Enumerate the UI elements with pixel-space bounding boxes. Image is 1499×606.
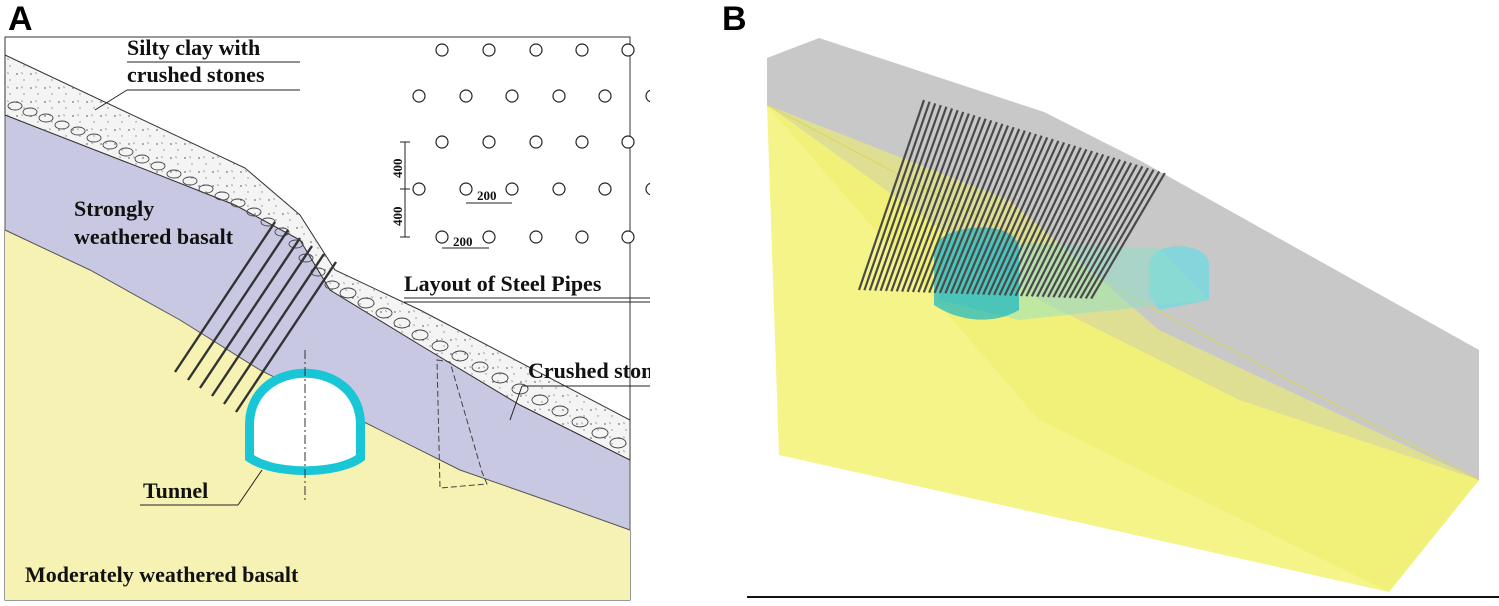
model-pipe <box>1090 172 1166 300</box>
label-silty-clay-line1: Silty clay with <box>127 35 260 60</box>
model-pipe <box>879 106 948 292</box>
model-pipe <box>928 121 998 294</box>
model-pipe <box>1003 145 1077 296</box>
model-pipe <box>965 133 1038 295</box>
label-layout-title: Layout of Steel Pipes <box>404 271 602 296</box>
model-pipe <box>987 140 1060 296</box>
model-pipe <box>884 108 954 292</box>
model-pipe <box>982 138 1054 296</box>
pipe-layout-grid <box>412 43 650 244</box>
panel-a-letter: A <box>8 0 33 38</box>
model-pipe <box>1036 155 1110 298</box>
model-pipe <box>1009 147 1082 297</box>
model-pipe <box>944 126 1015 294</box>
model-pipe <box>1084 170 1161 299</box>
model-pipe <box>1079 169 1155 299</box>
dim-200-upper: 200 <box>477 188 497 203</box>
model-pipe <box>976 136 1049 295</box>
model-pipe <box>1047 158 1121 298</box>
dimension-lines <box>400 141 512 249</box>
model-pipe <box>1020 150 1093 297</box>
model-pipe <box>1057 162 1133 298</box>
model-pipe <box>922 119 993 293</box>
silty-clay-texture <box>5 55 630 460</box>
model-pipe <box>955 130 1026 295</box>
model-pipe <box>911 116 982 293</box>
model-pipe <box>857 99 926 291</box>
model-pipe <box>938 125 1010 294</box>
panel-b-letter: B <box>722 0 747 38</box>
model-pipe <box>1074 167 1149 299</box>
model-pipe <box>993 142 1065 296</box>
model-pipe <box>890 109 959 292</box>
label-crushed-stones: Crushed stones <box>528 358 650 383</box>
model-pipe <box>1014 148 1088 297</box>
dim-400-lower: 400 <box>390 207 405 227</box>
model-pipe <box>917 118 987 293</box>
label-moderately: Moderately weathered basalt <box>25 562 299 587</box>
panel-b-model <box>747 38 1499 598</box>
steel-pipes-section <box>174 221 337 413</box>
model-pipe <box>901 113 970 292</box>
crushed-stone-band <box>7 101 627 449</box>
model-pipe <box>1068 165 1144 299</box>
model-pipe <box>895 111 965 292</box>
model-pipe <box>863 101 931 291</box>
panel-a-diagram: 400 400 200 200 Silty clay with crushed … <box>4 35 650 601</box>
model-pipe <box>1063 164 1138 299</box>
model-pipe <box>933 123 1004 294</box>
model-steel-pipes <box>857 99 1166 300</box>
model-pipe <box>949 128 1021 294</box>
model-pipe <box>998 143 1071 296</box>
model-pipe <box>906 114 976 293</box>
dim-200-lower: 200 <box>453 234 473 249</box>
label-strongly-line2: weathered basalt <box>74 224 234 249</box>
label-strongly-line1: Strongly <box>74 196 154 221</box>
model-pipe <box>971 135 1043 295</box>
label-tunnel: Tunnel <box>143 478 208 503</box>
model-pipe <box>960 131 1032 295</box>
dim-400-upper: 400 <box>390 159 405 179</box>
model-pipe <box>1052 160 1127 298</box>
slope-wedge-sketch <box>436 359 488 489</box>
model-pipe <box>1030 153 1105 297</box>
model-pipe <box>1041 157 1116 298</box>
model-pipe <box>1025 152 1099 297</box>
model-pipe <box>874 104 942 291</box>
model-yellow-shade <box>767 105 1479 592</box>
label-silty-clay-line2: crushed stones <box>127 62 265 87</box>
model-pipe <box>868 103 937 291</box>
